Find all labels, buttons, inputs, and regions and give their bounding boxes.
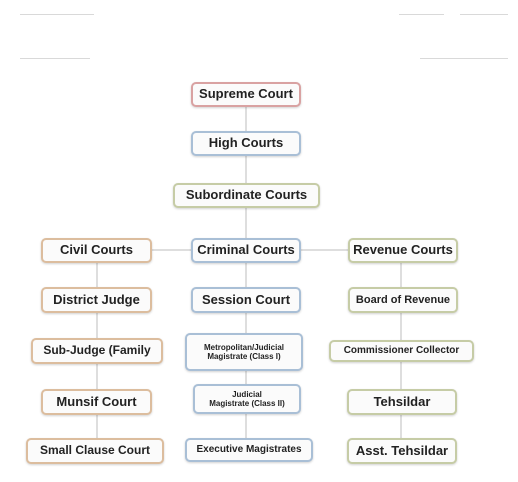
district-judge-box: District Judge (41, 287, 152, 313)
metropolitan-magistrate-line2: Magistrate (Class I) (207, 352, 281, 361)
metropolitan-magistrate-line1: Metropolitan/Judicial (203, 342, 284, 352)
asst-tehsildar-box: Asst. Tehsildar (347, 438, 457, 464)
executive-magistrates-box: Executive Magistrates (185, 438, 313, 462)
revenue-courts-box: Revenue Courts (348, 238, 458, 263)
commissioner-collector-box: Commissioner Collector (329, 340, 474, 362)
metropolitan-judicial-magistrate-box: Metropolitan/Judicial Magistrate (Class … (185, 333, 303, 371)
munsif-court-box: Munsif Court (41, 389, 152, 415)
judicial-magistrate-line2: Magistrate (Class II) (209, 399, 285, 408)
session-court-box: Session Court (191, 287, 301, 313)
judicial-magistrate-line1: Judicial (232, 389, 262, 399)
decorative-rule (20, 14, 94, 15)
decorative-rule (460, 14, 508, 15)
tehsildar-box: Tehsildar (347, 389, 457, 415)
sub-judge-box: Sub-Judge (Family (31, 338, 163, 364)
board-of-revenue-box: Board of Revenue (348, 287, 458, 313)
decorative-rule (20, 58, 90, 59)
criminal-courts-box: Criminal Courts (191, 238, 301, 263)
decorative-rule (399, 14, 444, 15)
judicial-magistrate-box: Judicial Magistrate (Class II) (193, 384, 301, 414)
small-clause-court-box: Small Clause Court (26, 438, 164, 464)
subordinate-courts-box: Subordinate Courts (173, 183, 320, 208)
civil-courts-box: Civil Courts (41, 238, 152, 263)
supreme-court-box: Supreme Court (191, 82, 301, 107)
decorative-rule (420, 58, 508, 59)
high-courts-box: High Courts (191, 131, 301, 156)
